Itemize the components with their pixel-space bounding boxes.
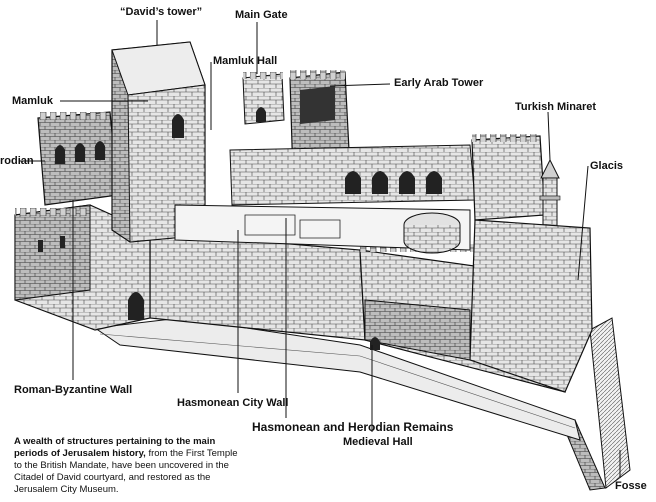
davids-tower bbox=[111, 41, 206, 243]
caption-bold: A wealth of structures pertaining to the… bbox=[14, 436, 216, 459]
courtyard-remains bbox=[174, 204, 471, 254]
label-mamluk-hall: Mamluk Hall bbox=[213, 55, 278, 67]
leader-lines bbox=[20, 20, 621, 478]
label-davids-tower: “David’s tower” bbox=[120, 6, 203, 18]
label-glacis: Glacis bbox=[590, 160, 624, 172]
label-main-gate: Main Gate bbox=[235, 9, 288, 21]
caption-regular: from the First Temple to the British Man… bbox=[14, 448, 238, 495]
left-tower bbox=[14, 204, 151, 331]
label-fosse: Fosse bbox=[615, 480, 647, 492]
label-mamluk: Mamluk bbox=[12, 95, 53, 107]
label-hasmonean-city-wall: Hasmonean City Wall bbox=[177, 397, 289, 409]
caption: A wealth of structures pertaining to the… bbox=[14, 436, 244, 496]
inner-arcade bbox=[229, 144, 476, 206]
medieval-hall bbox=[364, 219, 593, 393]
mamluk-hall bbox=[242, 72, 285, 125]
label-turkish-minaret: Turkish Minaret bbox=[515, 101, 597, 113]
turkish-minaret bbox=[539, 158, 561, 239]
label-hasmonean-herodian-remains: Hasmonean and Herodian Remains bbox=[252, 420, 454, 434]
label-early-arab-tower: Early Arab Tower bbox=[394, 77, 484, 89]
label-herodian: rodian bbox=[0, 155, 34, 167]
label-medieval-hall: Medieval Hall bbox=[343, 436, 413, 448]
mamluk-building bbox=[37, 111, 119, 206]
label-roman-byzantine-wall: Roman-Byzantine Wall bbox=[14, 384, 133, 396]
right-tower bbox=[471, 134, 546, 221]
